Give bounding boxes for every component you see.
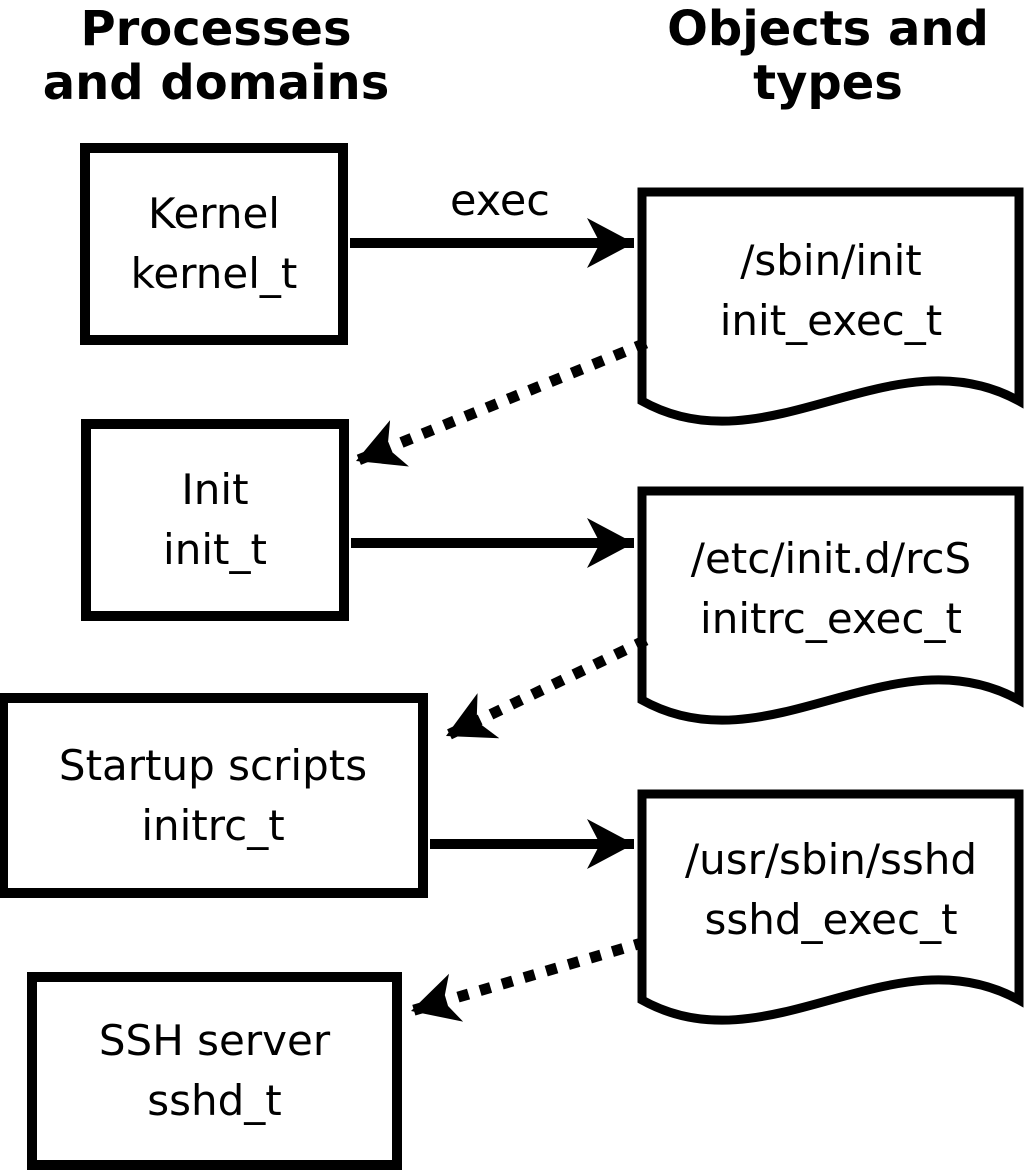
process-name: Startup scripts [58, 740, 368, 790]
document-shape-initrc-exec [637, 486, 1024, 725]
process-box-kernel: Kernel kernel_t [80, 143, 348, 345]
process-domain-type: kernel_t [130, 249, 298, 298]
object-path: /sbin/init [740, 235, 922, 285]
object-label-sbin-init: /sbin/init init_exec_t [647, 192, 1015, 403]
object-file-type: sshd_exec_t [704, 895, 958, 944]
process-name: Kernel [148, 189, 280, 238]
process-domain-type: initrc_t [141, 800, 285, 850]
process-box-startup-scripts: Startup scripts initrc_t [0, 693, 428, 898]
document-shape-sshd-exec [637, 789, 1024, 1025]
column-title-processes: Processes and domains [42, 1, 390, 111]
exec-arrow-label: exec [450, 176, 550, 226]
process-box-ssh-server: SSH server sshd_t [27, 972, 402, 1170]
process-domain-type: init_t [163, 525, 267, 574]
process-box-init: Init init_t [81, 419, 349, 621]
process-name: Init [181, 465, 249, 514]
object-path: /usr/sbin/sshd [684, 835, 978, 884]
object-path: /etc/init.d/rcS [690, 533, 972, 583]
object-label-etc-initd-rcs: /etc/init.d/rcS initrc_exec_t [647, 491, 1015, 700]
transition-arrow-to-initrc-t [443, 635, 649, 741]
object-label-usr-sbin-sshd: /usr/sbin/sshd sshd_exec_t [647, 794, 1015, 1000]
transition-arrow-to-init-t [353, 337, 649, 467]
process-domain-type: sshd_t [147, 1076, 282, 1125]
object-file-type: initrc_exec_t [700, 593, 962, 643]
document-shape-init-exec [637, 187, 1024, 426]
column-title-objects: Objects and types [667, 1, 989, 111]
object-file-type: init_exec_t [719, 295, 943, 345]
process-name: SSH server [98, 1016, 331, 1065]
transition-arrow-to-sshd-t [409, 936, 647, 1022]
